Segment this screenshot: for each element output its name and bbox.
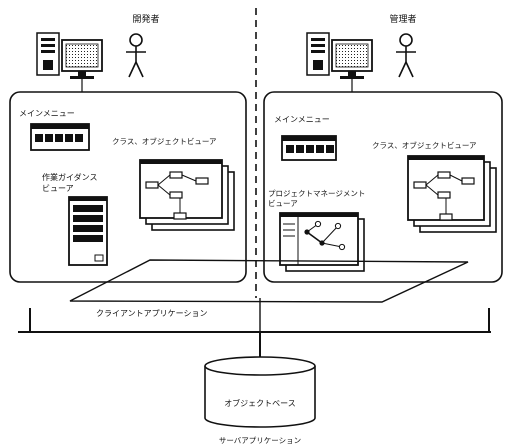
manager-panel	[263, 91, 503, 283]
left-main-menu-label: メインメニュー	[19, 109, 75, 118]
object-base-label: オブジェクトベース	[224, 398, 296, 408]
manager-label: 管理者	[389, 13, 416, 25]
left-class-object-viewer-window	[139, 159, 235, 231]
developer-computer-icon	[36, 32, 103, 79]
left-task-guidance-label-line2: ビューア	[42, 184, 74, 193]
left-task-guidance-label-line1: 作業ガイダンス	[42, 172, 98, 182]
right-project-management-label-line2: ビューア	[268, 199, 298, 208]
manager-person-icon	[396, 33, 416, 78]
right-main-menu-label: メインメニュー	[274, 115, 330, 124]
right-project-management-window	[279, 212, 365, 272]
right-project-management-label-line1: プロジェクトマネージメント	[268, 189, 365, 198]
client-application-plane	[69, 259, 469, 303]
server-application-label: サーバアプリケーション	[219, 436, 301, 445]
developer-label: 開発者	[132, 13, 159, 25]
right-main-menu-window	[281, 135, 337, 161]
left-class-object-viewer-label: クラス、オブジェクトビューア	[112, 136, 217, 146]
right-class-object-viewer-window	[407, 155, 497, 233]
developer-panel	[9, 91, 247, 283]
manager-computer-icon	[306, 32, 373, 79]
developer-person-icon	[126, 33, 146, 78]
left-task-guidance-window	[68, 196, 108, 266]
left-main-menu-window	[30, 123, 90, 151]
right-class-object-viewer-label: クラス、オブジェクトビューア	[372, 140, 477, 150]
object-base-database-icon	[204, 356, 316, 428]
client-application-label: クライアントアプリケーション	[96, 309, 208, 318]
